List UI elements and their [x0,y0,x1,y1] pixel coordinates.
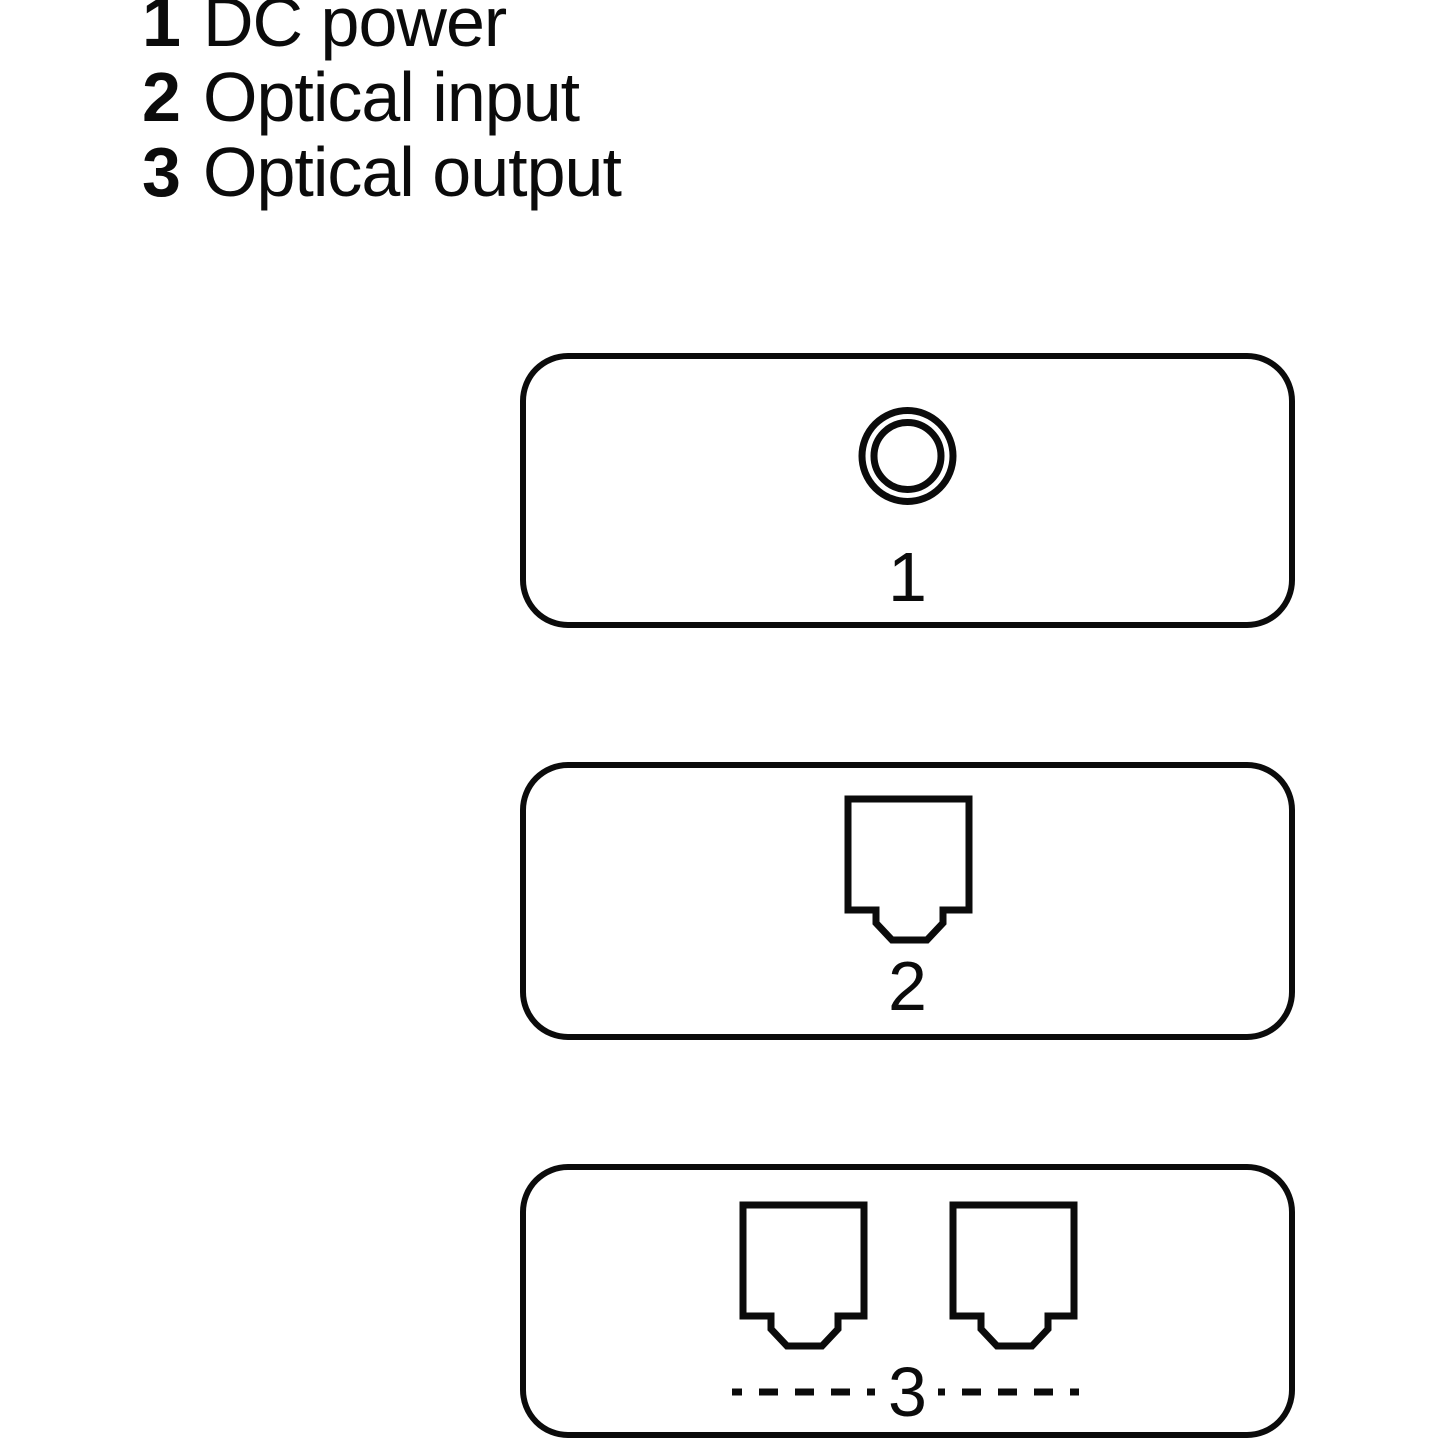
legend-item-number: 3 [142,133,181,211]
optical-port-outline [844,795,973,944]
dc-jack-outer-ring [858,407,957,505]
optical-port-icon [844,795,973,944]
legend-item-number: 1 [142,0,181,61]
legend-item-optical-output: 3 Optical output [142,133,622,211]
panel-dc-power: 1 [520,353,1295,628]
legend: 1 DC power 2 Optical input 3 Optical out… [142,0,622,211]
dc-jack-inner-ring [870,419,945,493]
legend-item-label: Optical output [203,133,622,211]
legend-item-optical-input: 2 Optical input [142,60,621,135]
panel-number-label: 1 [888,538,927,616]
legend-item-label: DC power [203,0,507,61]
dual-optical-ports-icon [732,1201,1079,1396]
panel-number-label: 3 [888,1353,927,1431]
panel-optical-output: 3 [520,1164,1295,1438]
legend-item-dc-power: 1 DC power [142,0,621,60]
dc-power-jack-icon [858,407,957,505]
panel-number-label: 2 [888,947,927,1025]
optical-port-outline-right [949,1201,1078,1350]
legend-item-number: 2 [142,58,181,136]
optical-port-outline-left [739,1201,868,1350]
panel-optical-input: 2 [520,762,1295,1040]
legend-item-label: Optical input [203,58,580,136]
